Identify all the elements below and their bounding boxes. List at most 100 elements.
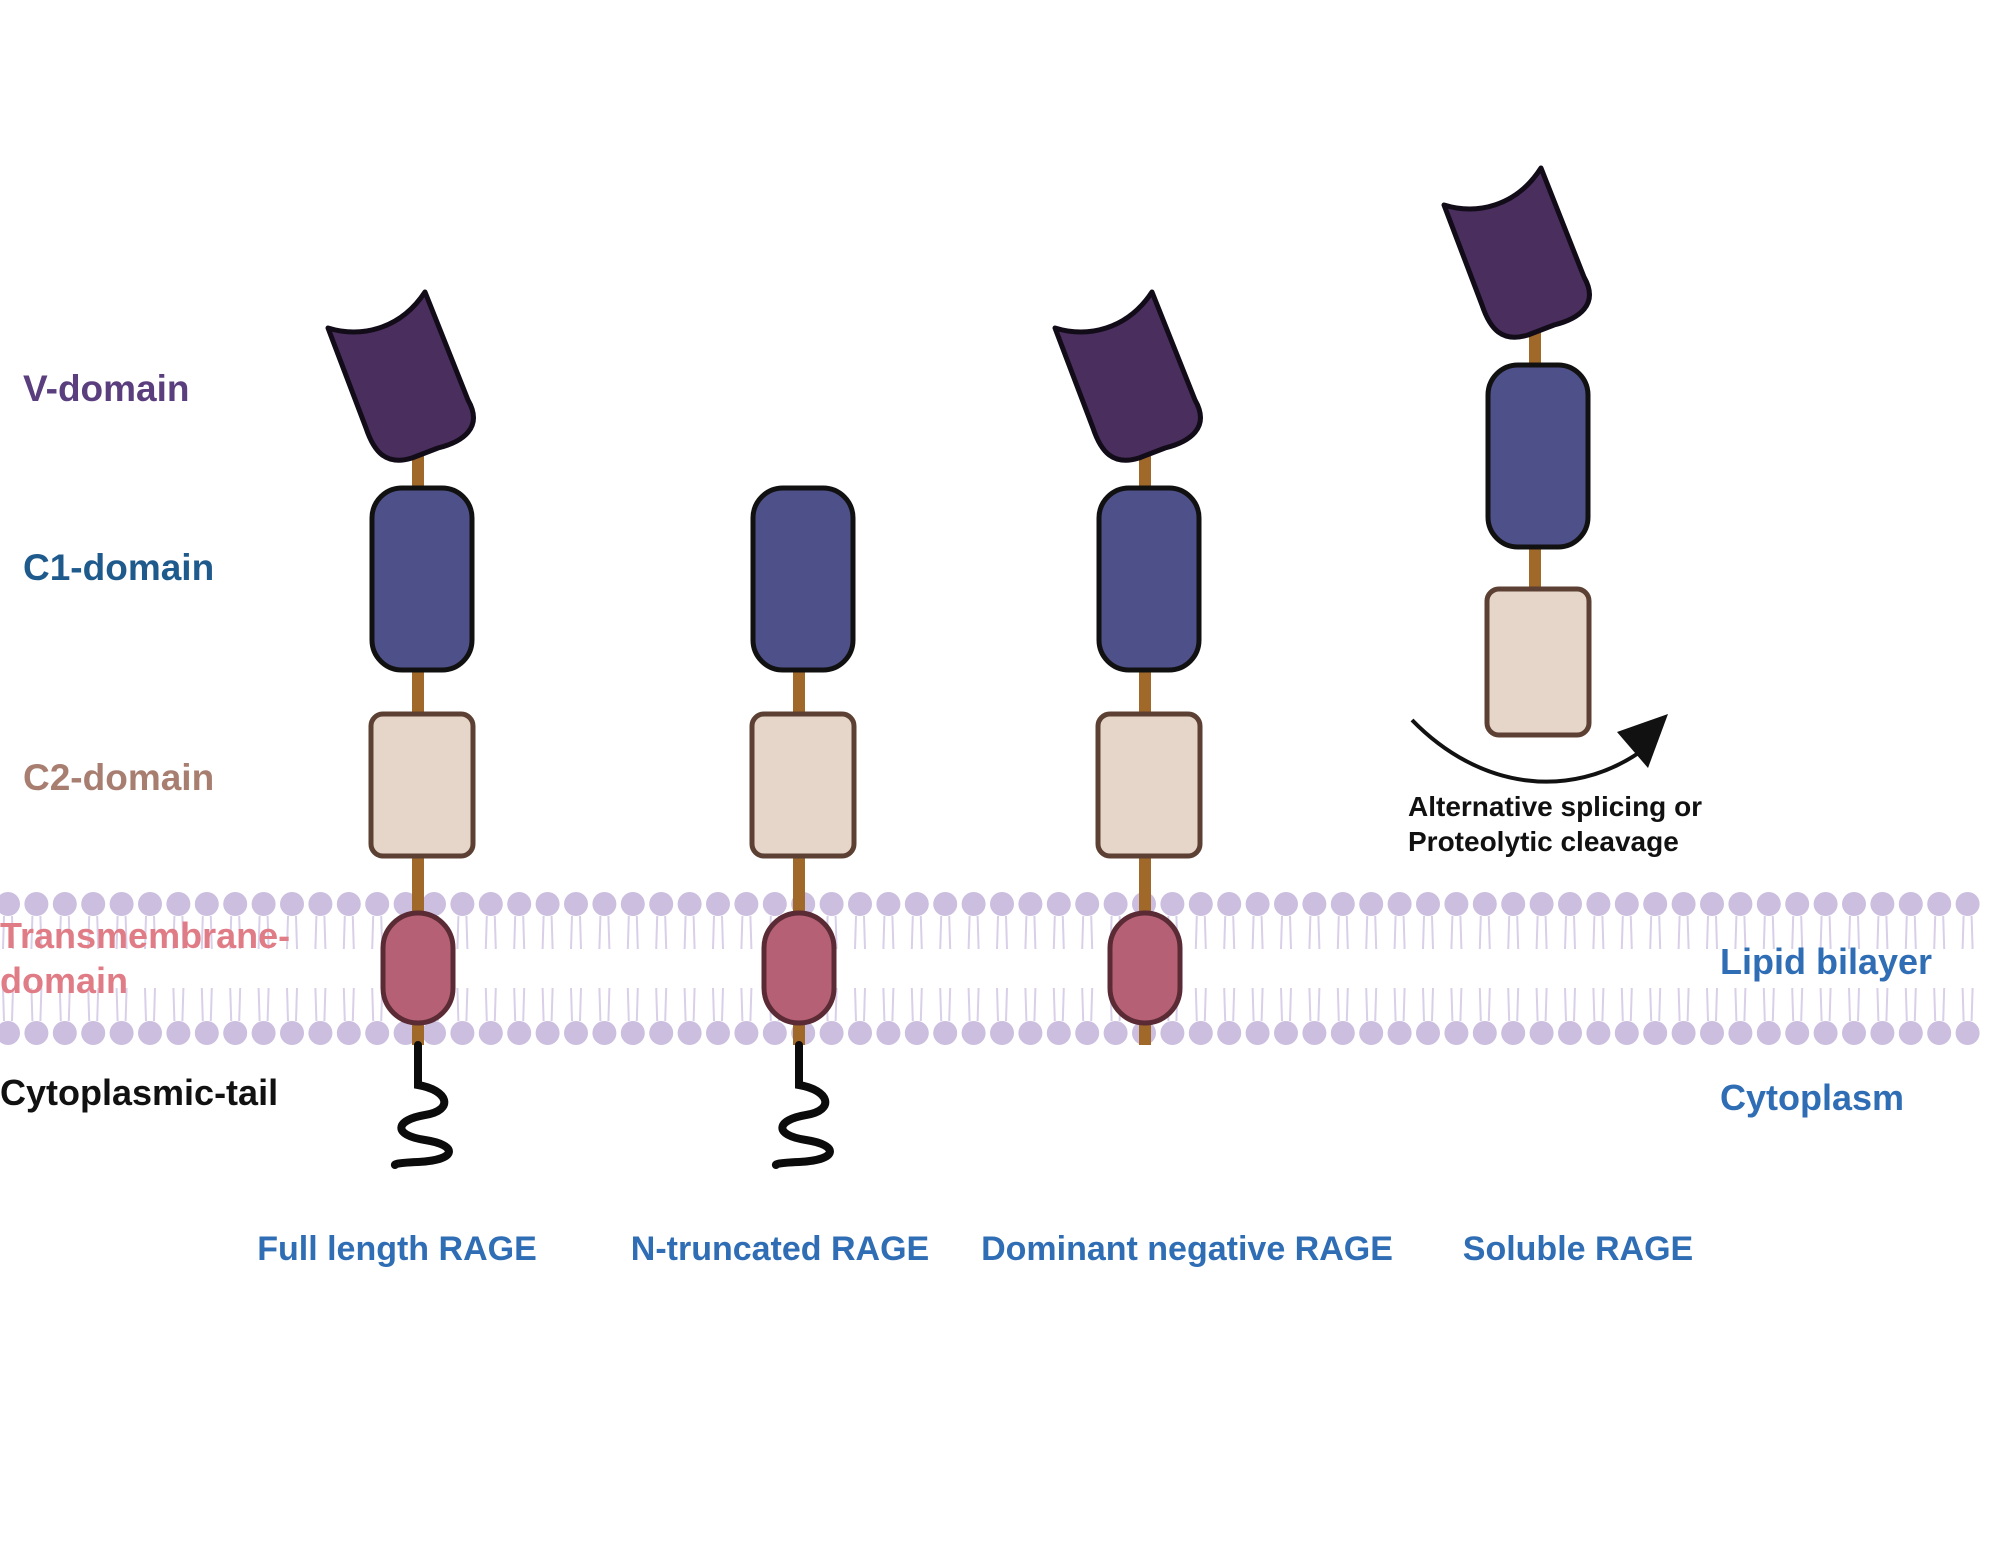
lipid-head (1160, 892, 1185, 916)
lipid-head (649, 1021, 674, 1045)
lipid-head (1075, 892, 1100, 916)
lipid-head (1842, 1021, 1866, 1045)
lipid-head (961, 892, 986, 916)
lipid-head (1813, 1021, 1838, 1045)
lipid-tails (1507, 915, 1520, 1022)
variant-label-dominant-negative: Dominant negative RAGE (981, 1230, 1393, 1268)
lipid-head (1671, 1021, 1696, 1045)
lipid-tails (655, 915, 668, 1022)
lipid-head (81, 1021, 106, 1045)
lipid-tails (1280, 915, 1292, 1022)
lipid-tails (1762, 915, 1775, 1022)
lipid-head (762, 1021, 787, 1045)
lipid-tails (1904, 915, 1917, 1022)
lipid-head (52, 892, 77, 916)
lipid-head (1785, 892, 1810, 916)
cytoplasmic-tail (390, 1041, 453, 1169)
lipid-tails (939, 915, 952, 1022)
lipid-head (138, 1021, 162, 1045)
lipid-head (450, 892, 475, 916)
lipid-head (24, 892, 49, 916)
lipid-head (166, 1021, 191, 1045)
transmembrane-domain (761, 910, 837, 1026)
lipid-head (1614, 892, 1639, 916)
lipid-tails (314, 915, 327, 1022)
lipid-tails (371, 915, 384, 1022)
lipid-head (251, 892, 276, 916)
lipid-head (1046, 1021, 1071, 1045)
lipid-head (1728, 892, 1753, 916)
variant-label-n-truncated: N-truncated RAGE (631, 1230, 929, 1268)
lipid-head (564, 892, 588, 916)
lipid-head (1046, 892, 1071, 916)
lipid-head (1330, 892, 1355, 916)
lipid-head (478, 1021, 503, 1045)
lipid-head (1103, 1021, 1128, 1045)
lipid-head (422, 1021, 446, 1045)
lipid-head (422, 892, 446, 916)
cleavage-arrow (1410, 714, 1668, 784)
lipid-tails (996, 915, 1008, 1022)
lipid-tails (1791, 915, 1804, 1022)
lipid-tails (598, 915, 611, 1022)
lipid-head (1700, 1021, 1724, 1045)
v-domain (325, 289, 476, 463)
lipid-tails (456, 915, 469, 1022)
soluble-rage (1441, 165, 1592, 738)
lipid-head (1700, 892, 1724, 916)
lipid-tails (1308, 915, 1321, 1022)
lipid-head (1472, 892, 1497, 916)
lipid-head (1558, 892, 1582, 916)
lipid-head (1643, 892, 1668, 916)
lipid-tails (1024, 915, 1037, 1022)
lipid-head (677, 892, 702, 916)
lipid-tails (854, 915, 866, 1022)
lipid-head (365, 1021, 390, 1045)
lipid-head (1330, 1021, 1355, 1045)
lipid-head (762, 892, 787, 916)
lipid-head (450, 1021, 475, 1045)
lipid-head (677, 1021, 702, 1045)
lipid-head (535, 1021, 560, 1045)
lipid-head (706, 1021, 730, 1045)
lipid-head (1018, 1021, 1043, 1045)
lipid-tails (1450, 915, 1463, 1022)
lipid-head (1416, 892, 1440, 916)
transmembrane-label-line1: Transmembrane- (0, 915, 290, 956)
lipid-head (564, 1021, 588, 1045)
lipid-head (308, 1021, 333, 1045)
lipid-head (223, 1021, 248, 1045)
lipid-head (1217, 1021, 1242, 1045)
c2-domain (368, 711, 476, 859)
lipid-head (819, 1021, 844, 1045)
process-label-line1: Alternative splicing or (1408, 791, 1702, 822)
lipid-head (109, 1021, 134, 1045)
lipid-tails (1223, 915, 1236, 1022)
lipid-tails (1933, 915, 1946, 1022)
c2-domain-label: C2-domain (23, 757, 214, 798)
lipid-tails (1393, 915, 1406, 1022)
lipid-head (507, 892, 532, 916)
lipid-head (52, 1021, 77, 1045)
lipid-head (1955, 892, 1980, 916)
c2-domain (749, 711, 857, 859)
lipid-tails (1706, 915, 1718, 1022)
lipid-tails (172, 915, 185, 1022)
lipid-tails (115, 915, 128, 1022)
c1-domain (1485, 362, 1591, 550)
lipid-head (336, 892, 361, 916)
c1-domain (369, 485, 475, 673)
lipid-tails (1620, 915, 1633, 1022)
lipid-head (478, 892, 503, 916)
lipid-head (1387, 1021, 1412, 1045)
lipid-tails (683, 915, 696, 1022)
lipid-head (1444, 1021, 1469, 1045)
lipid-head (507, 1021, 532, 1045)
c2-domain (1484, 586, 1592, 738)
lipid-head (0, 1021, 20, 1045)
lipid-head (138, 892, 162, 916)
cytoplasm-label: Cytoplasm (1720, 1077, 1904, 1118)
lipid-head (1160, 1021, 1185, 1045)
lipid-tails (1819, 915, 1832, 1022)
lipid-head (848, 892, 872, 916)
